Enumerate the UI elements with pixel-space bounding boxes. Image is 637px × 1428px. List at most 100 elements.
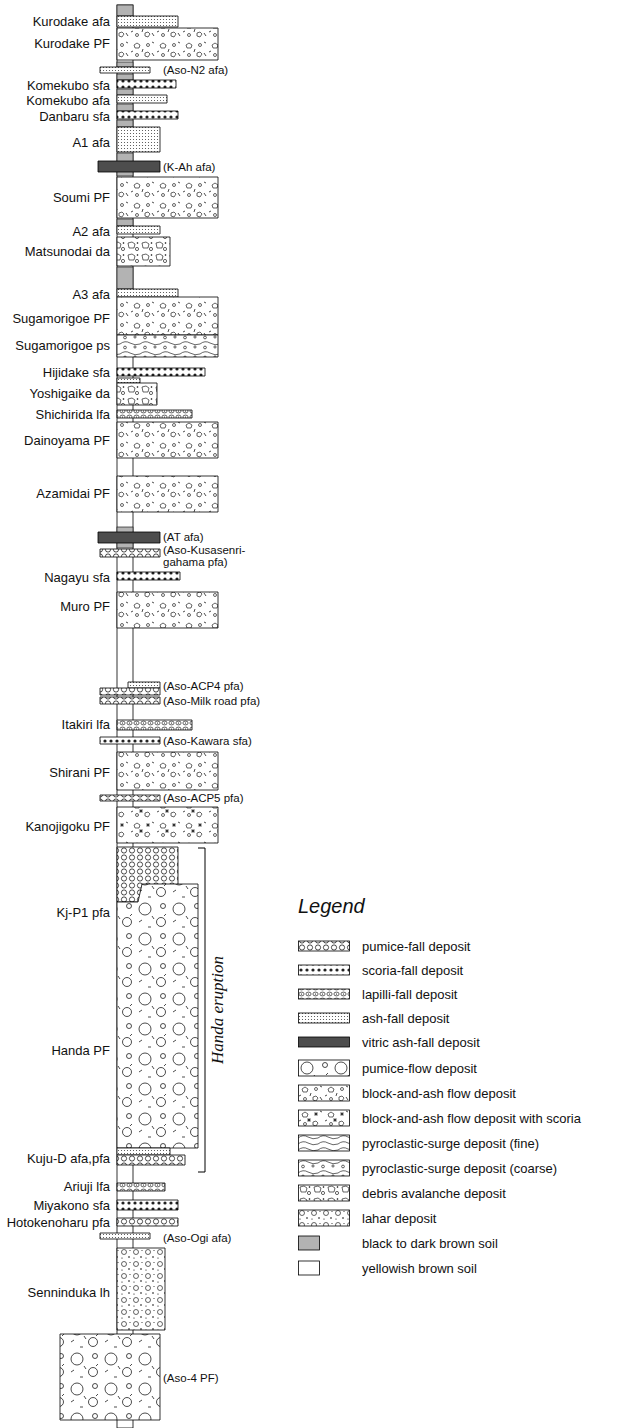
eruption-label: Handa eruption xyxy=(209,956,227,1064)
layer-label: Dainoyama PF xyxy=(24,433,110,448)
soil-layer xyxy=(117,120,133,127)
deposit-layer xyxy=(117,1248,165,1330)
tephra-label: (K-Ah afa) xyxy=(163,161,215,173)
soil-layer xyxy=(117,5,133,16)
layer-label: A1 afa xyxy=(72,135,110,150)
deposit-layer xyxy=(117,1183,165,1191)
layer-label: Senninduka lh xyxy=(28,1285,110,1300)
legend-swatch-frame xyxy=(298,985,350,1003)
legend-text: vitric ash-fall deposit xyxy=(362,1035,480,1050)
legend-swatch xyxy=(299,1110,350,1126)
legend-item: ash-fall deposit xyxy=(298,1009,449,1027)
deposit-layer xyxy=(117,410,192,418)
deposit-layer xyxy=(117,368,205,376)
layer-label: Muro PF xyxy=(60,599,110,614)
deposit-layer xyxy=(100,1233,150,1239)
deposit-layer xyxy=(117,177,218,218)
deposit-layer xyxy=(117,1200,178,1210)
deposit-layer xyxy=(117,111,178,119)
legend-swatch xyxy=(299,989,350,999)
legend-swatch xyxy=(299,1013,350,1023)
deposit-layer xyxy=(117,383,157,405)
legend-swatch xyxy=(299,941,350,951)
legend-text: scoria-fall deposit xyxy=(362,963,463,978)
deposit-layer xyxy=(98,532,160,543)
legend-text: lapilli-fall deposit xyxy=(362,987,457,1002)
soil-layer xyxy=(117,62,133,67)
tephra-label: (Aso-Milk road pfa) xyxy=(163,695,260,707)
layer-label: Hijidake sfa xyxy=(43,365,110,380)
column-strip xyxy=(117,5,133,1428)
legend-swatch-frame xyxy=(298,1009,350,1027)
legend-swatch-frame xyxy=(298,1184,350,1202)
soil-layer xyxy=(117,74,133,80)
layer-label: Kurodake afa xyxy=(33,14,110,29)
deposit-layer xyxy=(100,697,160,704)
legend-swatch-frame xyxy=(298,1159,350,1177)
deposit-layer xyxy=(117,592,218,628)
legend-item: pyroclastic-surge deposit (fine) xyxy=(298,1134,539,1152)
layer-label: Sugamorigoe ps xyxy=(15,338,110,353)
legend-swatch-frame xyxy=(298,1209,350,1227)
layer-label: Azamidai PF xyxy=(36,486,110,501)
layer-label: Matsunodai da xyxy=(25,244,110,259)
legend-item: pyroclastic-surge deposit (coarse) xyxy=(298,1159,557,1177)
layer-label: Shichirida lfa xyxy=(36,407,110,422)
legend-text: block-and-ash flow deposit xyxy=(362,1086,516,1101)
deposit-layer xyxy=(117,720,192,730)
legend-item: pumice-flow deposit xyxy=(298,1059,477,1077)
deposit-layer xyxy=(117,28,218,60)
legend-item: block-and-ash flow deposit xyxy=(298,1084,516,1102)
legend-swatch-frame xyxy=(298,1134,350,1152)
tephra-label: (Aso-Ogi afa) xyxy=(163,1232,231,1244)
legend-item: pumice-fall deposit xyxy=(298,937,470,955)
deposit-layer xyxy=(128,682,160,688)
legend-swatch-frame xyxy=(298,937,350,955)
legend-swatch-frame xyxy=(298,1033,350,1051)
layer-label: Kanojigoku PF xyxy=(25,819,110,834)
legend-swatch xyxy=(299,1210,350,1226)
tephra-label: (Aso-ACP4 pfa) xyxy=(163,680,244,692)
legend-item: debris avalanche deposit xyxy=(298,1184,506,1202)
legend-text: pyroclastic-surge deposit (fine) xyxy=(362,1136,539,1151)
legend-swatch xyxy=(299,1185,350,1201)
layer-label: Komekubo afa xyxy=(26,93,110,108)
legend-item: scoria-fall deposit xyxy=(298,961,463,979)
tephra-label: (Aso-ACP5 pfa) xyxy=(163,792,244,804)
deposit-layer xyxy=(117,572,180,580)
deposit-layer xyxy=(117,289,178,297)
legend-swatch-frame xyxy=(298,1059,350,1077)
deposit-layer xyxy=(117,335,218,357)
deposit-layer xyxy=(100,67,150,73)
legend-item: lahar deposit xyxy=(298,1209,436,1227)
soil-layer xyxy=(117,267,133,289)
soil-layer xyxy=(117,104,133,111)
layer-label: Shirani PF xyxy=(49,765,110,780)
legend-swatch xyxy=(299,1085,350,1101)
legend-swatch xyxy=(299,1060,350,1076)
deposit-layer xyxy=(117,1218,178,1226)
legend-item: lapilli-fall deposit xyxy=(298,985,457,1003)
legend-swatch xyxy=(299,1037,350,1047)
legend-swatch-frame xyxy=(298,1084,350,1102)
deposit-layer xyxy=(98,161,160,172)
tephra-label: (Aso-Kawara sfa) xyxy=(163,735,252,747)
layer-label: A3 afa xyxy=(72,287,110,302)
legend-swatch xyxy=(299,1160,350,1176)
layer-label: Kj-P1 pfa xyxy=(57,905,110,920)
deposit-layer xyxy=(117,95,167,103)
legend-swatch xyxy=(299,1135,350,1151)
deposit-layer xyxy=(100,688,160,695)
layer-label: Kuju-D afa,pfa xyxy=(27,1151,110,1166)
layer-label: Kurodake PF xyxy=(34,36,110,51)
layer-label: Itakiri lfa xyxy=(62,717,110,732)
deposit-layer xyxy=(117,1155,185,1165)
legend-text: ash-fall deposit xyxy=(362,1011,449,1026)
deposit-layer xyxy=(117,884,198,1148)
tephra-label: (Aso-4 PF) xyxy=(163,1372,219,1384)
soil-layer xyxy=(117,89,133,95)
layer-label: Miyakono sfa xyxy=(33,1198,110,1213)
layer-label: Komekubo sfa xyxy=(27,78,110,93)
legend-swatch xyxy=(299,1236,320,1250)
deposit-layer xyxy=(117,752,218,790)
